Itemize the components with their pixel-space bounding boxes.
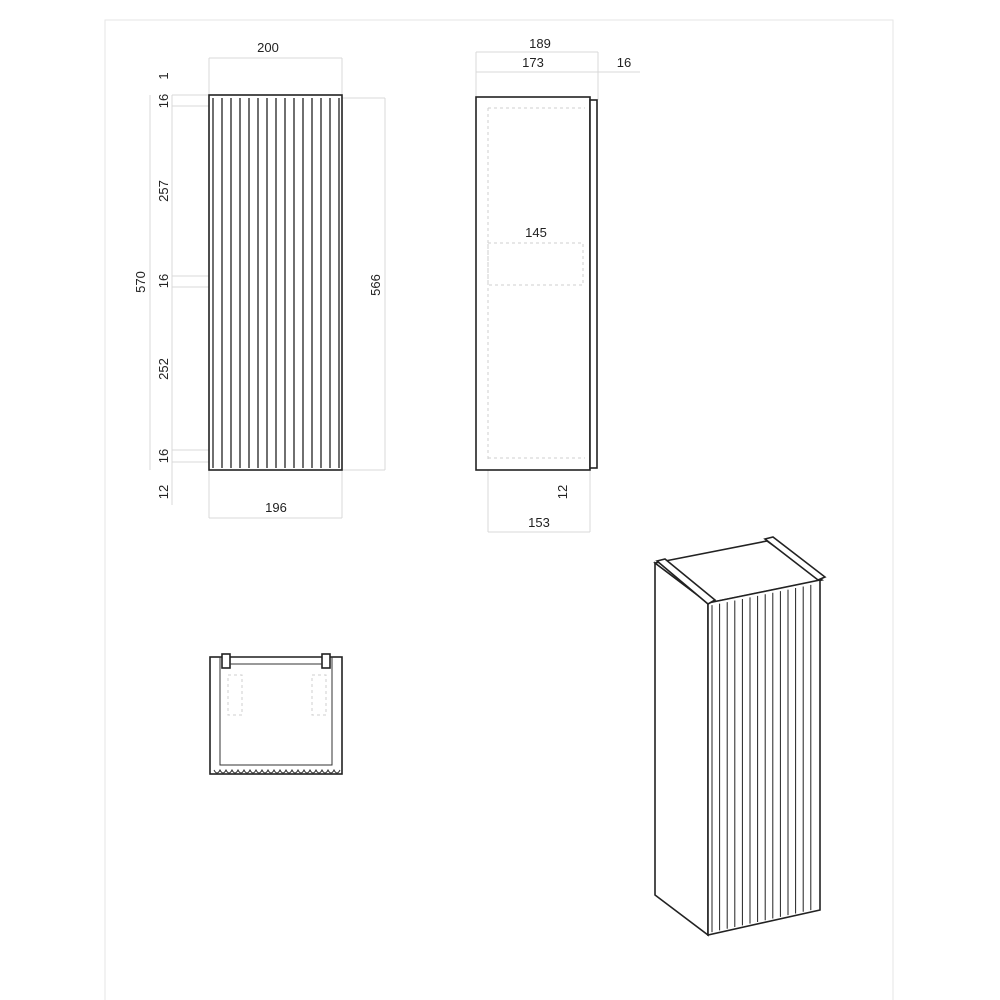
iso-side-face [654,561,709,937]
door-edge [589,99,598,469]
dim-label: 12 [555,485,570,499]
dim-label: 153 [528,515,550,530]
dim-label: 1 [156,72,171,79]
rail-left [221,653,231,669]
top-view [209,653,343,775]
sheet-frame [104,19,894,1000]
shelf-outline [487,242,584,286]
dim-label: 12 [156,485,171,499]
dim-label: 570 [133,271,148,293]
dim-label: 566 [368,274,383,296]
hinge-outline [227,674,243,716]
front-flutes [212,98,340,468]
dim-label: 16 [156,94,171,108]
dim-label: 173 [522,55,544,70]
iso-front-face [707,579,821,936]
iso-rail-right [763,536,827,581]
dim-label: 145 [525,225,547,240]
dim-label: 16 [156,449,171,463]
dim-label: 189 [529,36,551,51]
fluted-door-edge [213,768,341,774]
dim-label: 257 [156,180,171,202]
dim-label: 16 [617,55,631,70]
iso-flutes [711,584,812,933]
dim-label: 200 [257,40,279,55]
front-view: 200 196 1 16 257 16 252 16 12 570 566 [133,40,386,519]
dim-label: 196 [265,500,287,515]
hinge-outline [311,674,327,716]
dim-label: 16 [156,274,171,288]
rail-right [321,653,331,669]
inner-outline [219,656,333,766]
iso-rail-left [655,558,717,605]
dim-label: 252 [156,358,171,380]
side-panel [475,96,591,471]
side-view: 189 173 16 145 12 153 [475,36,640,533]
isometric-view [653,536,827,937]
